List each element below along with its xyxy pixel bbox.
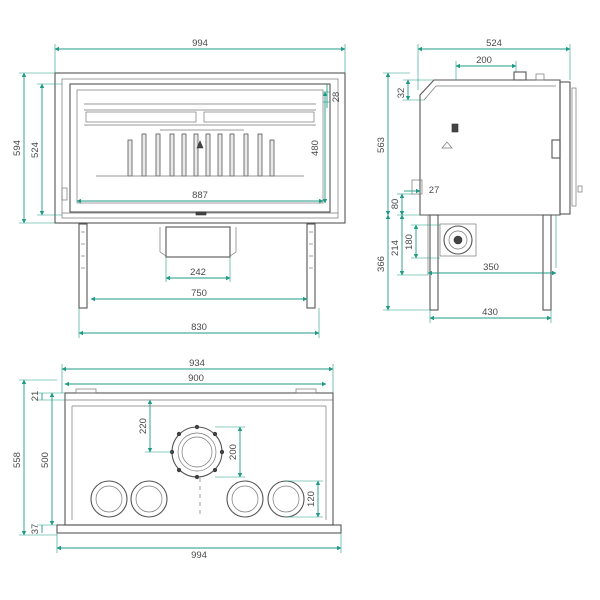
top-view (56, 388, 342, 534)
dim-front-glass-width: 887 (192, 190, 208, 201)
dim-front-height: 594 (12, 140, 23, 156)
top-duct-outlets (90, 480, 305, 518)
front-grate (96, 129, 304, 177)
dim-top-top-gap: 21 (30, 391, 41, 402)
side-warning-icon (441, 141, 453, 149)
dim-front-legs-outer: 750 (191, 288, 207, 299)
top-front-frame (56, 524, 342, 534)
front-dimensions: 994 594 524 28 480 887 242 750 830 (12, 38, 346, 338)
side-fan (443, 225, 473, 255)
front-handle (61, 187, 68, 201)
front-leg-left (78, 223, 88, 309)
dim-top-outlet-offset: 220 (138, 418, 149, 434)
front-baffle-right (203, 111, 315, 123)
top-body (64, 392, 334, 526)
front-leg-right (306, 223, 316, 309)
dim-side-air-inlet-height: 80 (390, 199, 401, 210)
side-front-frame (559, 81, 571, 215)
front-outer-frame (54, 72, 346, 224)
side-latch (551, 139, 561, 159)
top-outlet (177, 432, 217, 472)
dim-top-outlet-diameter: 200 (228, 444, 239, 460)
dim-top-bottom-gap: 37 (30, 524, 41, 535)
dim-front-top-offset: 28 (331, 92, 342, 103)
dim-front-glass-height: 480 (310, 140, 321, 156)
duct-outlet (90, 480, 128, 518)
dim-top-depth-558: 558 (12, 452, 23, 468)
dim-side-top-step: 32 (396, 88, 407, 99)
dim-side-fan-offset: 214 (390, 240, 401, 256)
duct-outlet (130, 480, 168, 518)
side-body (419, 79, 561, 216)
dim-top-width-994: 994 (191, 550, 207, 561)
side-outlet-collar (513, 71, 527, 81)
side-view (411, 71, 583, 311)
dim-side-fan-height: 180 (404, 234, 415, 250)
dim-side-legs-height: 366 (376, 256, 387, 272)
duct-outlet (226, 480, 264, 518)
dim-side-legs-depth: 430 (482, 307, 498, 318)
dim-top-depth-500: 500 (40, 452, 51, 468)
dim-front-inner-height: 524 (30, 142, 41, 158)
front-logo (195, 211, 207, 216)
side-dimensions: 524 200 32 563 27 80 180 214 366 350 (376, 38, 571, 323)
dim-top-width-900: 900 (188, 373, 204, 384)
side-air-inlet (411, 179, 423, 195)
flame-icon (196, 140, 204, 149)
front-inner-frame (61, 78, 339, 219)
side-leg-right (542, 214, 552, 311)
dim-side-outlet-depth: 200 (476, 55, 492, 66)
top-dimensions: 934 900 994 21 558 500 37 220 200 120 (12, 358, 342, 561)
dim-front-legs-span: 830 (191, 322, 207, 333)
dim-top-width-934: 934 (189, 358, 205, 369)
side-leg-left (429, 214, 439, 311)
front-bottom-outlet (165, 226, 231, 258)
dim-front-outlet-width: 242 (190, 267, 206, 278)
dim-front-width: 994 (192, 38, 208, 49)
dim-side-fan-depth: 350 (483, 262, 499, 273)
duct-outlet (267, 480, 305, 518)
dim-side-body-height: 563 (376, 137, 387, 153)
front-baffle-left (85, 111, 197, 123)
dim-side-air-inlet-gap: 27 (429, 185, 440, 196)
side-label-icon (451, 123, 459, 133)
dim-side-depth: 524 (486, 38, 502, 49)
dim-top-duct-diameter: 120 (306, 491, 317, 507)
